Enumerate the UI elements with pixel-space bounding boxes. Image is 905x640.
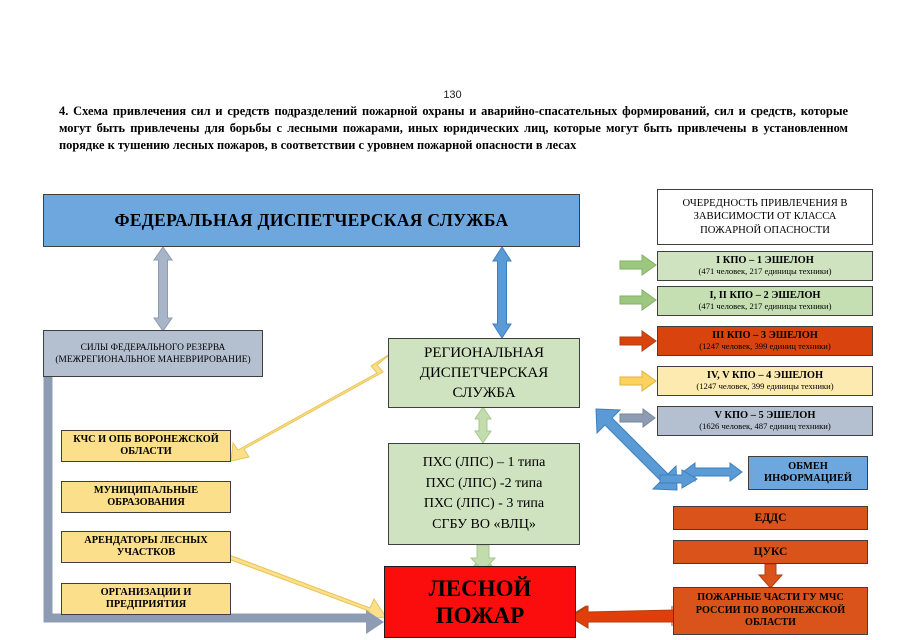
echelon-box-1[interactable]: I КПО – 1 ЭШЕЛОН (471 человек, 217 едини… bbox=[657, 251, 873, 281]
box-fire-units[interactable]: ПОЖАРНЫЕ ЧАСТИ ГУ МЧС РОССИИ ПО ВОРОНЕЖС… bbox=[673, 587, 868, 635]
box-information-exchange-label: ОБМЕН ИНФОРМАЦИЕЙ bbox=[764, 460, 852, 485]
arrow-information-exchange bbox=[682, 462, 743, 482]
echelon-box-4-title: IV, V КПО – 4 ЭШЕЛОН bbox=[706, 370, 824, 382]
echelon-box-5-detail: (1626 человек, 487 единиц техники) bbox=[699, 421, 831, 432]
echelon-box-3-title: III КПО – 3 ЭШЕЛОН bbox=[712, 330, 818, 342]
echelon-box-2-detail: (471 человек, 217 единицы техники) bbox=[698, 301, 832, 312]
arrow-cuks-to-fire-units bbox=[757, 563, 784, 589]
echelon-box-3-detail: (1247 человек, 399 единиц техники) bbox=[699, 341, 831, 352]
box-organizations-label: ОРГАНИЗАЦИИ И ПРЕДПРИЯТИЯ bbox=[100, 586, 192, 611]
box-forest-fire-label: ЛЕСНОЙ ПОЖАР bbox=[428, 576, 532, 628]
pkhs-line-1: ПХС (ЛПС) – 1 типа bbox=[422, 455, 546, 470]
box-federal-reserve-forces[interactable]: СИЛЫ ФЕДЕРАЛЬНОГО РЕЗЕРВА (МЕЖРЕГИОНАЛЬН… bbox=[43, 330, 263, 377]
arrow-echelon-4 bbox=[619, 370, 657, 392]
box-federal-dispatch-service[interactable]: ФЕДЕРАЛЬНАЯ ДИСПЕТЧЕРСКАЯ СЛУЖБА bbox=[43, 194, 580, 247]
box-forest-fire[interactable]: ЛЕСНОЙ ПОЖАР bbox=[384, 566, 576, 638]
box-regional-dispatch-service-label: РЕГИОНАЛЬНАЯ ДИСПЕТЧЕРСКАЯ СЛУЖБА bbox=[419, 345, 549, 401]
echelon-box-1-title: I КПО – 1 ЭШЕЛОН bbox=[716, 255, 814, 267]
page-number: 130 bbox=[443, 89, 462, 101]
box-fire-units-label: ПОЖАРНЫЕ ЧАСТИ ГУ МЧС РОССИИ ПО ВОРОНЕЖС… bbox=[695, 592, 846, 629]
echelon-box-4-detail: (1247 человек, 399 единицы техники) bbox=[696, 381, 834, 392]
pkhs-line-4: СГБУ ВО «ВЛЦ» bbox=[432, 516, 536, 532]
pkhs-line-3: ПХС (ЛПС) - 3 типа bbox=[423, 496, 545, 511]
echelon-box-1-detail: (471 человек, 217 единицы техники) bbox=[698, 266, 832, 277]
pkhs-line-2: ПХС (ЛПС) -2 типа bbox=[425, 475, 543, 491]
arrow-echelon-2 bbox=[619, 289, 657, 311]
echelon-box-5-title: V КПО – 5 ЭШЕЛОН bbox=[714, 410, 816, 422]
arrow-echelon-1 bbox=[619, 254, 657, 276]
box-forest-tenants[interactable]: АРЕНДАТОРЫ ЛЕСНЫХ УЧАСТКОВ bbox=[61, 531, 231, 563]
box-federal-dispatch-service-label: ФЕДЕРАЛЬНАЯ ДИСПЕТЧЕРСКАЯ СЛУЖБА bbox=[114, 210, 509, 230]
box-kchs-opb-label: КЧС И ОПБ ВОРОНЕЖСКОЙ ОБЛАСТИ bbox=[73, 433, 219, 458]
box-organizations[interactable]: ОРГАНИЗАЦИИ И ПРЕДПРИЯТИЯ bbox=[61, 583, 231, 615]
arrow-federal-to-regional bbox=[492, 246, 512, 339]
echelon-box-2[interactable]: I, II КПО – 2 ЭШЕЛОН (471 человек, 217 е… bbox=[657, 286, 873, 316]
box-cuks-label: ЦУКС bbox=[753, 546, 788, 558]
box-municipalities-label: МУНИЦИПАЛЬНЫЕ ОБРАЗОВАНИЯ bbox=[93, 484, 199, 509]
echelon-box-2-title: I, II КПО – 2 ЭШЕЛОН bbox=[709, 290, 821, 302]
echelon-box-4[interactable]: IV, V КПО – 4 ЭШЕЛОН (1247 человек, 399 … bbox=[657, 366, 873, 396]
box-information-exchange[interactable]: ОБМЕН ИНФОРМАЦИЕЙ bbox=[748, 456, 868, 490]
box-eddc[interactable]: ЕДДС bbox=[673, 506, 868, 530]
arrow-echelon-5 bbox=[619, 408, 656, 428]
arrow-yellow-diagonal-lower bbox=[218, 552, 387, 620]
box-cuks[interactable]: ЦУКС bbox=[673, 540, 868, 564]
section-heading: 4. Схема привлечения сил и средств подра… bbox=[59, 104, 848, 153]
arrow-echelon-3 bbox=[619, 330, 657, 352]
box-municipalities[interactable]: МУНИЦИПАЛЬНЫЕ ОБРАЗОВАНИЯ bbox=[61, 481, 231, 513]
box-pkhs[interactable]: ПХС (ЛПС) – 1 типа ПХС (ЛПС) -2 типа ПХС… bbox=[388, 443, 580, 545]
arrow-regional-to-pkhs bbox=[474, 406, 492, 444]
box-forest-tenants-label: АРЕНДАТОРЫ ЛЕСНЫХ УЧАСТКОВ bbox=[84, 534, 208, 559]
arrow-federal-to-reserve bbox=[153, 246, 173, 332]
box-eddc-label: ЕДДС bbox=[754, 512, 787, 524]
echelon-box-5[interactable]: V КПО – 5 ЭШЕЛОН (1626 человек, 487 един… bbox=[657, 406, 873, 436]
echelon-box-3[interactable]: III КПО – 3 ЭШЕЛОН (1247 человек, 399 ед… bbox=[657, 326, 873, 356]
arrow-fire-units-to-fire bbox=[569, 605, 677, 629]
box-federal-reserve-forces-label: СИЛЫ ФЕДЕРАЛЬНОГО РЕЗЕРВА (МЕЖРЕГИОНАЛЬН… bbox=[55, 342, 251, 365]
box-kchs-opb[interactable]: КЧС И ОПБ ВОРОНЕЖСКОЙ ОБЛАСТИ bbox=[61, 430, 231, 462]
arrow-blue-left bbox=[659, 469, 698, 489]
box-priority-title: ОЧЕРЕДНОСТЬ ПРИВЛЕЧЕНИЯ В ЗАВИСИМОСТИ ОТ… bbox=[657, 189, 873, 245]
box-regional-dispatch-service[interactable]: РЕГИОНАЛЬНАЯ ДИСПЕТЧЕРСКАЯ СЛУЖБА bbox=[388, 338, 580, 408]
box-priority-title-label: ОЧЕРЕДНОСТЬ ПРИВЛЕЧЕНИЯ В ЗАВИСИМОСТИ ОТ… bbox=[682, 197, 848, 236]
